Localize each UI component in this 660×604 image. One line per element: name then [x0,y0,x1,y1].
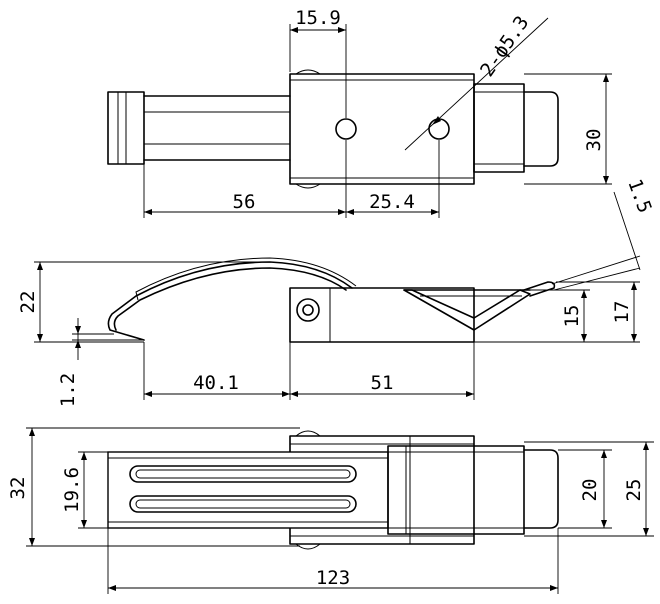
dim-32: 32 [7,477,29,500]
top-hole-left [335,118,357,140]
bottom-view-dimensions: 32 19.6 20 25 123 [7,427,654,594]
bottom-slot-lower [129,495,357,513]
top-view [107,69,559,189]
side-base [289,287,475,343]
dim-19-6: 19.6 [61,467,83,513]
dim-15-9: 15.9 [295,7,341,29]
dim-22: 22 [17,291,39,314]
dim-30: 30 [583,129,605,152]
dim-40-1: 40.1 [193,372,239,394]
dim-17: 17 [611,301,633,324]
bottom-view [107,430,559,550]
side-view-dimensions: 1.5 22 1.2 40.1 51 15 [17,176,656,407]
side-pivot-outer [296,298,320,322]
dim-1-5: 1.5 [623,176,655,216]
dim-123: 123 [316,567,350,589]
bottom-slot-upper [129,465,357,483]
dim-15: 15 [561,305,583,328]
dim-20: 20 [579,479,601,502]
bottom-lever [107,451,389,529]
dim-51: 51 [371,372,394,394]
side-pivot-inner [302,304,314,316]
dim-2-phi-5-3: 2-ϕ5.3 [476,12,533,81]
dim-1-2: 1.2 [57,373,79,407]
dim-25-4: 25.4 [369,191,415,213]
dim-25: 25 [623,479,645,502]
top-base-plate [289,73,475,185]
top-hole-right [428,118,450,140]
dim-56: 56 [233,191,256,213]
side-view [107,257,556,343]
